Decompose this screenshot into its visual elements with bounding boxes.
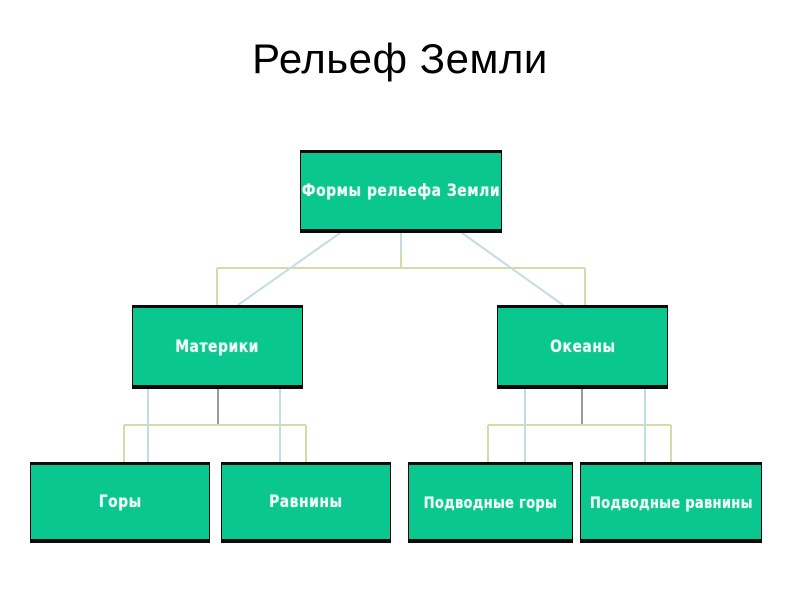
node-label: Формы рельефа Земли: [301, 181, 501, 201]
connector-okeany-bracket-tan: [487, 389, 672, 462]
node-label: Материки: [175, 336, 260, 357]
node-label: Подводные горы: [423, 492, 558, 512]
node-label: Равнины: [269, 492, 343, 512]
node-ravniny[interactable]: Равнины: [221, 462, 391, 543]
node-label: Океаны: [549, 336, 616, 357]
page-title: Рельеф Земли: [252, 35, 548, 82]
node-materiki[interactable]: Материки: [132, 305, 303, 389]
node-label: Горы: [98, 492, 142, 512]
node-okeany[interactable]: Океаны: [497, 305, 668, 389]
node-gory[interactable]: Горы: [30, 462, 210, 543]
node-label: Подводные равнины: [589, 492, 753, 512]
node-root-formy-relefa-zemli[interactable]: Формы рельефа Земли: [300, 150, 502, 233]
connector-root-diagonals-blue: [237, 232, 564, 306]
connector-materiki-bracket-tan: [123, 389, 307, 462]
node-podvodnye-ravniny[interactable]: Подводные равнины: [580, 462, 762, 543]
node-podvodnye-gory[interactable]: Подводные горы: [408, 462, 573, 543]
